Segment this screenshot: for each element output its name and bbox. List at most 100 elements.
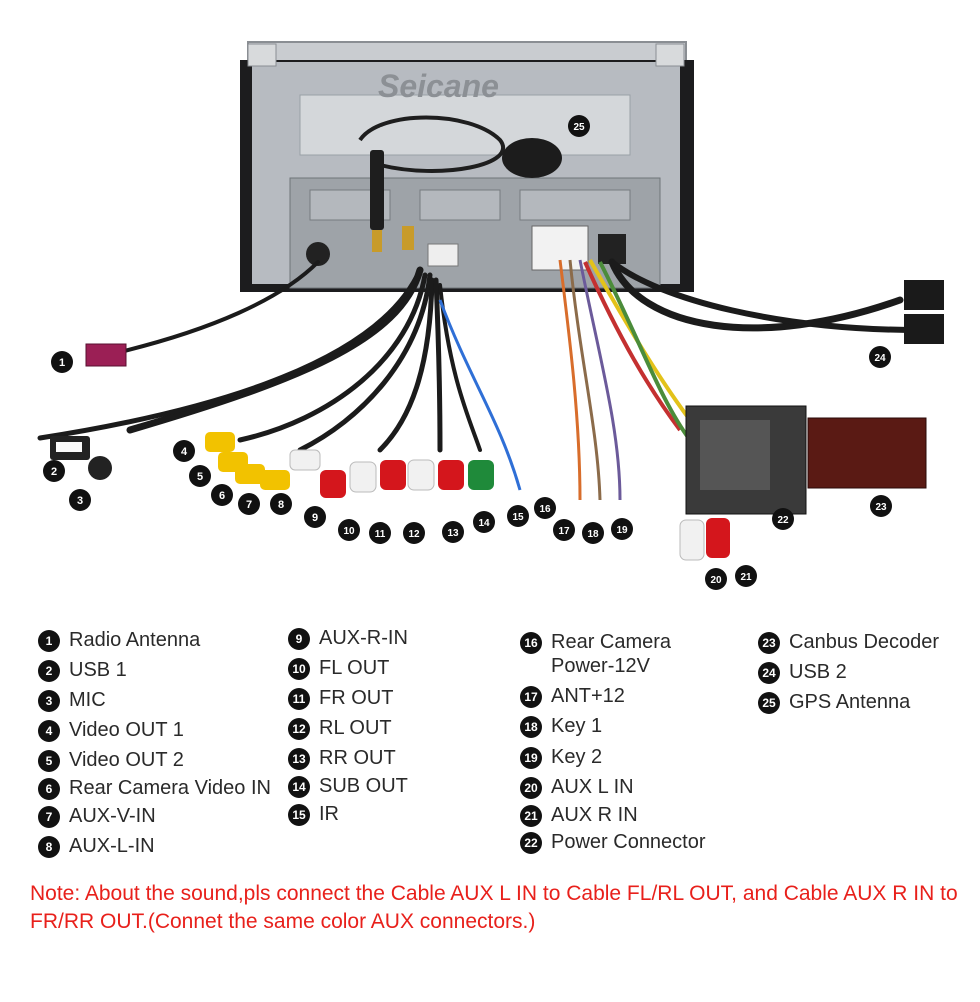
legend-number-badge: 9	[288, 628, 310, 650]
legend-number-badge: 15	[288, 804, 310, 826]
svg-text:21: 21	[740, 572, 752, 583]
svg-text:15: 15	[512, 512, 524, 523]
legend-number-badge: 4	[38, 720, 60, 742]
legend-item: 5 Video OUT 2	[38, 748, 271, 776]
legend-item: 4 Video OUT 1	[38, 718, 271, 748]
legend-label: Rear Camera Video IN	[69, 777, 271, 799]
legend-label: ANT+12	[551, 685, 625, 707]
svg-text:22: 22	[777, 515, 789, 526]
svg-text:5: 5	[197, 471, 203, 483]
legend-label: USB 1	[69, 659, 127, 681]
aux-l-in-plug	[679, 519, 705, 561]
legend-number-badge: 18	[520, 716, 542, 738]
mic-plug	[88, 456, 112, 480]
callout-14: 14	[473, 511, 495, 533]
callout-23: 23	[870, 495, 892, 517]
legend-label: Canbus Decoder	[789, 631, 940, 653]
svg-text:12: 12	[408, 529, 420, 540]
legend-number-badge: 23	[758, 632, 780, 654]
gps-antenna	[358, 115, 562, 230]
callout-12: 12	[403, 522, 425, 544]
legend-label: IR	[319, 803, 339, 825]
legend-item: 2 USB 1	[38, 658, 271, 688]
legend-label: Video OUT 1	[69, 719, 184, 741]
legend-label: SUB OUT	[319, 775, 408, 797]
canbus-decoder	[807, 417, 927, 489]
callout-15: 15	[507, 505, 529, 527]
callout-9: 9	[304, 506, 326, 528]
callout-1: 1	[51, 351, 73, 373]
legend-label: GPS Antenna	[789, 691, 911, 713]
rca-plugs	[205, 432, 494, 498]
callout-badges: 1 2 3 4 5 6 7 8 9 10 11 12 13 14 15 16 1…	[43, 115, 892, 590]
svg-text:20: 20	[710, 575, 722, 586]
legend-number-badge: 1	[38, 630, 60, 652]
radio-antenna-plug	[85, 343, 127, 367]
legend-number-badge: 5	[38, 750, 60, 772]
legend-item: 9 AUX-R-IN	[288, 626, 408, 656]
legend-label: AUX L IN	[551, 776, 634, 798]
callout-16: 16	[534, 497, 556, 519]
legend-label: AUX-R-IN	[319, 627, 408, 649]
svg-text:17: 17	[558, 526, 570, 537]
legend-label: Rear Camera Power-12V	[551, 631, 672, 677]
legend-number-badge: 12	[288, 718, 310, 740]
wiring-illustration: Seicane	[37, 41, 944, 590]
legend-number-badge: 3	[38, 690, 60, 712]
callout-20: 20	[705, 568, 727, 590]
svg-text:8: 8	[278, 499, 284, 511]
legend-label: USB 2	[789, 661, 847, 683]
svg-text:18: 18	[587, 529, 599, 540]
callout-10: 10	[338, 519, 360, 541]
legend-number-badge: 16	[520, 632, 542, 654]
callout-8: 8	[270, 493, 292, 515]
svg-text:23: 23	[875, 502, 887, 513]
svg-text:9: 9	[312, 512, 318, 524]
legend-number-badge: 8	[38, 836, 60, 858]
legend-number-badge: 7	[38, 806, 60, 828]
usb2-plug	[904, 280, 944, 310]
sound-connection-note: Note: About the sound,pls connect the Ca…	[30, 882, 958, 933]
callout-21: 21	[735, 565, 757, 587]
legend-label: RL OUT	[319, 717, 392, 739]
svg-text:3: 3	[77, 495, 83, 507]
legend-number-badge: 10	[288, 658, 310, 680]
legend-number-badge: 17	[520, 686, 542, 708]
svg-text:11: 11	[375, 529, 386, 540]
legend-item: 12 RL OUT	[288, 716, 408, 746]
svg-text:10: 10	[343, 526, 355, 537]
aux-r-in-plug	[706, 518, 730, 558]
legend-number-badge: 2	[38, 660, 60, 682]
callout-6: 6	[211, 484, 233, 506]
cable-harness	[37, 258, 923, 453]
callout-13: 13	[442, 521, 464, 543]
legend-label: Key 1	[551, 715, 603, 737]
callout-22: 22	[772, 508, 794, 530]
legend-label: Key 2	[551, 746, 603, 768]
legend-label: RR OUT	[319, 747, 396, 769]
svg-text:16: 16	[539, 504, 551, 515]
legend-item: 15 IR	[288, 802, 408, 832]
svg-text:24: 24	[874, 353, 886, 364]
legend-label: AUX-V-IN	[69, 805, 156, 827]
legend-label: AUX R IN	[551, 804, 638, 826]
legend-label: FR OUT	[319, 687, 394, 709]
legend-label: Video OUT 2	[69, 749, 184, 771]
svg-text:1: 1	[59, 357, 65, 369]
callout-5: 5	[189, 465, 211, 487]
brand-logo: Seicane	[378, 68, 499, 104]
legend-item: 18 Key 1	[520, 714, 706, 745]
